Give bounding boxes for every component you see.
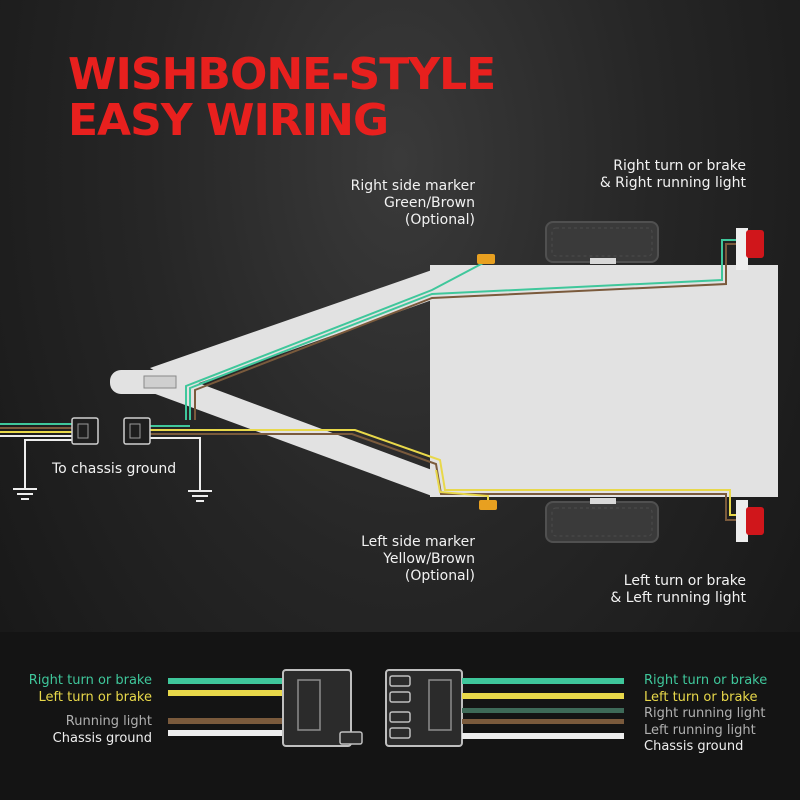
legend-spacer (20, 706, 152, 714)
left-side-marker-label: Left side marker Yellow/Brown (Optional) (320, 534, 475, 585)
right-light-line-2: & Right running light (599, 175, 746, 191)
legend-right-item: Right running light (644, 706, 766, 721)
right-marker-line-3: (Optional) (404, 212, 475, 228)
right-light-label: Right turn or brake & Right running ligh… (580, 158, 746, 192)
left-tail-light-icon (736, 500, 764, 542)
legend-right-item: Left turn or brake (644, 689, 758, 705)
legend-right-item: Right turn or brake (644, 673, 768, 688)
legend-right-item: Left running light (644, 722, 756, 738)
left-marker-line-1: Left side marker (361, 534, 475, 550)
right-side-marker-label: Right side marker Green/Brown (Optional) (320, 178, 475, 229)
trailer-tongue (110, 270, 432, 496)
bottom-tire-icon (545, 498, 659, 543)
right-light-line-1: Right turn or brake (613, 158, 746, 174)
left-light-label: Left turn or brake & Left running light (580, 573, 746, 607)
legend-left-item: Running light (65, 714, 152, 729)
left-marker-line-3: (Optional) (404, 568, 475, 584)
four-way-connector-left-icon (71, 417, 99, 445)
chassis-ground-label: To chassis ground (52, 461, 177, 477)
tongue-wires (185, 239, 748, 521)
bottom-harness (0, 632, 800, 800)
left-light-line-2: & Left running light (610, 590, 746, 606)
right-marker-line-1: Right side marker (350, 178, 475, 194)
bottom-connector-left-icon (282, 669, 352, 747)
right-side-marker-light-icon (477, 254, 495, 264)
legend-left-item: Right turn or brake (28, 673, 152, 688)
legend-right-item: Chassis ground (644, 739, 744, 754)
left-marker-line-2: Yellow/Brown (383, 551, 475, 567)
top-tire-icon (545, 221, 659, 264)
left-light-line-1: Left turn or brake (623, 573, 746, 589)
legend-right: Right turn or brake Left turn or brake R… (644, 673, 794, 756)
right-marker-line-2: Green/Brown (383, 195, 475, 211)
harness-wires (0, 423, 205, 490)
left-side-marker-light-icon (479, 500, 497, 510)
legend-left: Right turn or brake Left turn or brake R… (20, 673, 152, 747)
title-line-1: WISHBONE-STYLE (68, 49, 496, 100)
right-tail-light-icon (736, 228, 764, 270)
ground-symbol-right-icon (188, 490, 212, 502)
page-title: WISHBONE-STYLE EASY WIRING (68, 49, 496, 146)
trailer-body (430, 265, 778, 497)
legend-left-item: Left turn or brake (38, 689, 152, 705)
four-way-connector-right-icon (123, 417, 151, 445)
ground-symbol-left-icon (13, 488, 37, 500)
title-line-2: EASY WIRING (68, 95, 389, 146)
legend-left-item: Chassis ground (52, 730, 152, 746)
